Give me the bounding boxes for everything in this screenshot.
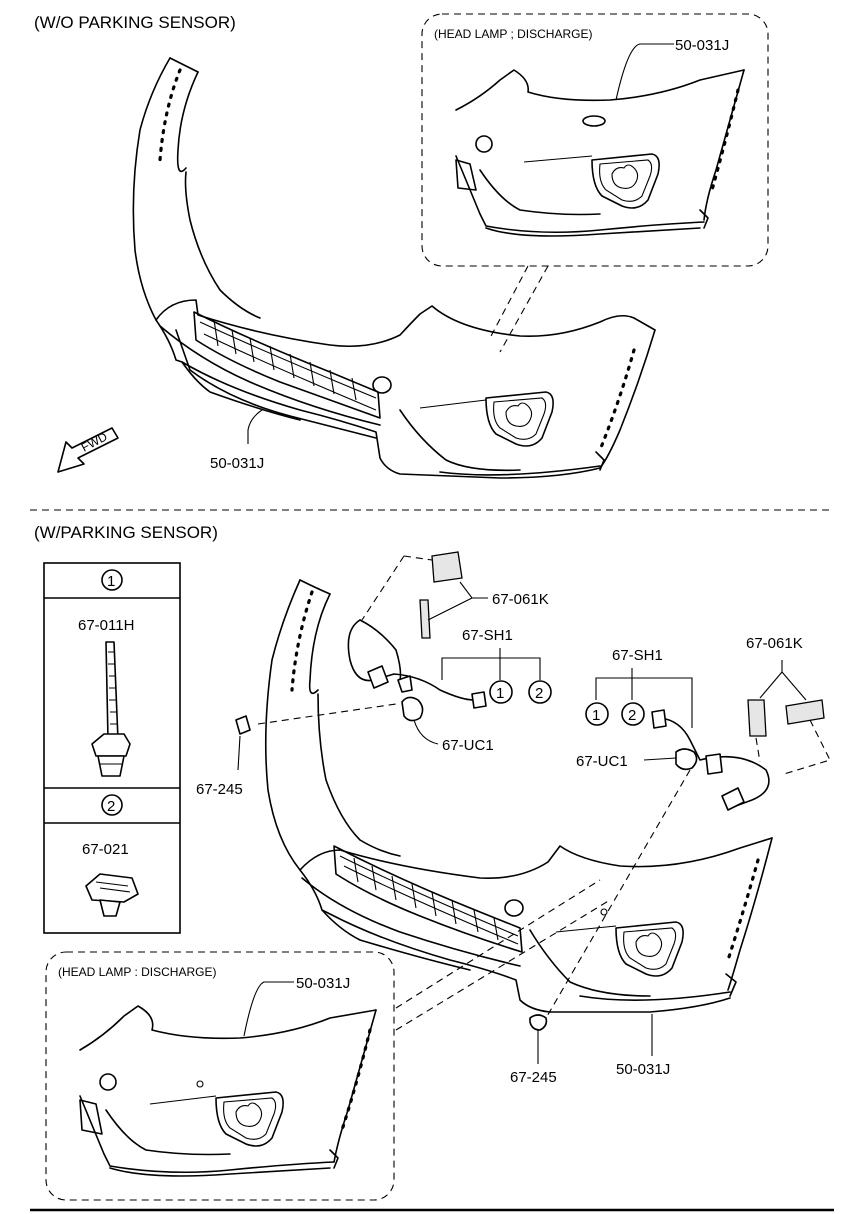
part-number-bottom-inset: 50-031J [296, 975, 350, 992]
ref-1-left-icon [489, 680, 513, 704]
legend-ref-1: 1 [107, 573, 115, 590]
ref-2-left-icon [528, 680, 552, 704]
ref-2-right: 2 [628, 707, 636, 724]
legend-part-2: 67-021 [82, 841, 129, 858]
part-number-harness-right: 67-SH1 [612, 647, 663, 664]
parking-sensor-harness-right [651, 709, 770, 811]
part-number-tape-left: 67-061K [492, 591, 549, 608]
part-number-clip-bottom: 67-245 [510, 1069, 557, 1086]
section-title-with-parking-sensor: (W/PARKING SENSOR) [34, 523, 218, 542]
legend-part-1: 67-011H [78, 617, 134, 634]
harness-clip-icon [85, 873, 139, 917]
section-title-without-parking-sensor: (W/O PARKING SENSOR) [34, 13, 236, 32]
legend-ref-1-icon [101, 569, 123, 591]
cable-tie-icon [91, 641, 131, 777]
clip-left-icon [235, 715, 251, 735]
ref-1-right-icon [585, 702, 609, 726]
part-number-tape-right: 67-061K [746, 635, 803, 652]
fwd-arrow-icon: FWD [57, 427, 119, 473]
front-bumper-drawing-top [132, 57, 656, 479]
part-number-sensor-right: 67-UC1 [576, 753, 628, 770]
part-number-top-bumper: 50-031J [210, 455, 264, 472]
ref-1-right: 1 [592, 707, 600, 724]
ref-2-left: 2 [535, 685, 543, 702]
part-number-harness-left: 67-SH1 [462, 627, 513, 644]
inset-title-top: (HEAD LAMP ; DISCHARGE) [434, 27, 592, 41]
parking-sensor-harness-left [347, 619, 487, 722]
legend-ref-2-icon [101, 794, 123, 816]
parking-sensor-right-icon [675, 748, 698, 771]
tape-right-icon [747, 699, 825, 737]
inset-title-bottom: (HEAD LAMP : DISCHARGE) [58, 965, 216, 979]
parking-sensor-left-icon [401, 696, 424, 722]
part-number-clip-left: 67-245 [196, 781, 243, 798]
tape-left-icon [419, 551, 463, 639]
part-number-bottom-bumper: 50-031J [616, 1061, 670, 1078]
front-bumper-drawing-bottom [264, 579, 773, 1013]
ref-1-left: 1 [496, 685, 504, 702]
clip-bottom-icon [529, 1014, 548, 1031]
part-number-sensor-left: 67-UC1 [442, 737, 494, 754]
ref-2-right-icon [621, 702, 645, 726]
legend-ref-2: 2 [107, 798, 115, 815]
part-number-top-inset: 50-031J [675, 37, 729, 54]
inset-head-lamp-discharge-bottom: (HEAD LAMP : DISCHARGE) 50-031J [45, 951, 395, 1201]
legend-box: 1 67-011H 2 67-021 [43, 562, 181, 934]
inset-head-lamp-discharge-top: (HEAD LAMP ; DISCHARGE) 50-031J [421, 13, 769, 267]
